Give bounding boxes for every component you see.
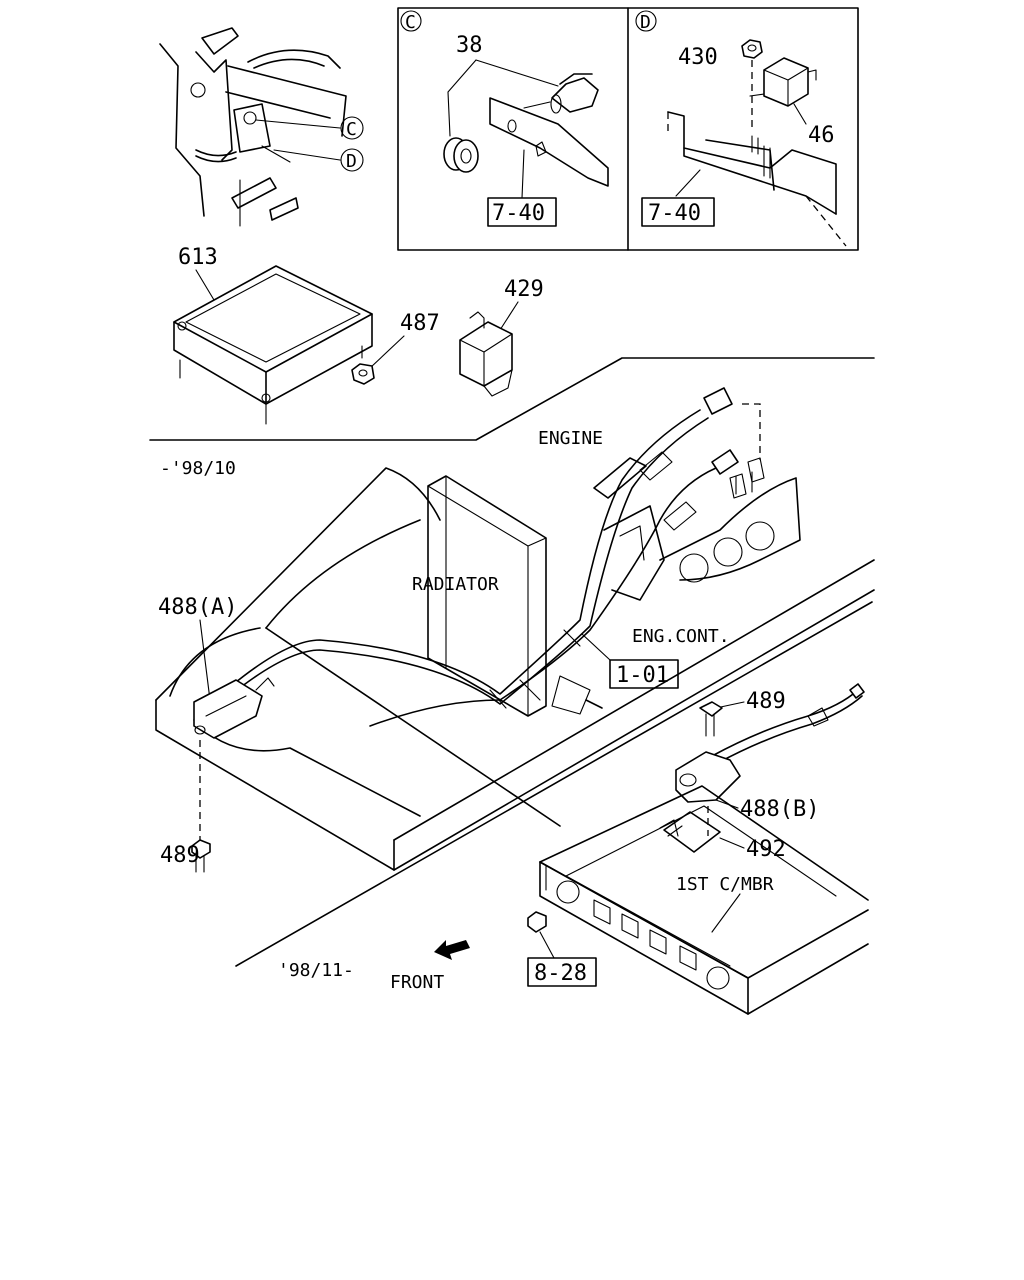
ecu-unit-613: 613 [173, 245, 373, 425]
ref-1-01: 1-01 [616, 663, 669, 688]
eng-cont-label: ENG.CONT. [632, 626, 730, 647]
ref-1-01-box: 1-01 [581, 633, 679, 689]
callout-c-left-letter: C [346, 119, 357, 140]
cable-harness [205, 387, 739, 727]
part-number-487: 487 [400, 311, 440, 336]
callout-c-left: C [255, 116, 364, 140]
ref-7-40-d: 7-40 [648, 201, 701, 226]
engine-label: ENGINE [538, 428, 603, 449]
part-number-430: 430 [678, 45, 718, 70]
nut-487: 487 [351, 311, 440, 385]
inset-c: C 38 7-40 [400, 10, 609, 227]
frame-left [155, 467, 875, 871]
callout-d-left: D [273, 148, 364, 172]
part-number-46: 46 [808, 123, 835, 148]
sensor-488b: 488(B) [675, 683, 865, 822]
part-number-613: 613 [178, 245, 218, 270]
part-number-488b: 488(B) [740, 797, 819, 822]
part-number-489-right: 489 [746, 689, 786, 714]
part-number-489-left: 489 [160, 843, 200, 868]
bolt-489-right: 489 [699, 689, 786, 737]
part-number-429: 429 [504, 277, 544, 302]
first-cross-member-label: 1ST C/MBR [676, 874, 774, 895]
sensor-488a: 488(A) [158, 595, 275, 739]
engine-block: ENGINE [538, 403, 801, 601]
date-from: '98/11- [278, 960, 354, 981]
inset-d-letter: D [640, 12, 651, 33]
section-divider-top [149, 357, 875, 441]
ref-8-28-label: 8-28 [534, 961, 587, 986]
date-upto: -'98/10 [160, 458, 236, 479]
relay-429: 429 [459, 277, 544, 397]
radiator: RADIATOR [412, 475, 547, 717]
radiator-label: RADIATOR [412, 574, 499, 595]
bolt-489-left: 489 [160, 740, 211, 873]
front-arrow-icon [434, 940, 470, 960]
cross-member: 1ST C/MBR [539, 785, 869, 1015]
callout-d-left-letter: D [346, 151, 357, 172]
ref-7-40-c: 7-40 [492, 201, 545, 226]
section-divider-bottom [235, 601, 873, 967]
steering-column-sketch [159, 27, 347, 227]
ref-8-28: 8-28 [527, 911, 597, 987]
inset-c-letter: C [405, 12, 416, 33]
front-label: FRONT [390, 972, 444, 993]
part-number-38: 38 [456, 33, 483, 58]
part-number-488a: 488(A) [158, 595, 237, 620]
inset-d: D 430 46 7-40 [635, 10, 847, 247]
